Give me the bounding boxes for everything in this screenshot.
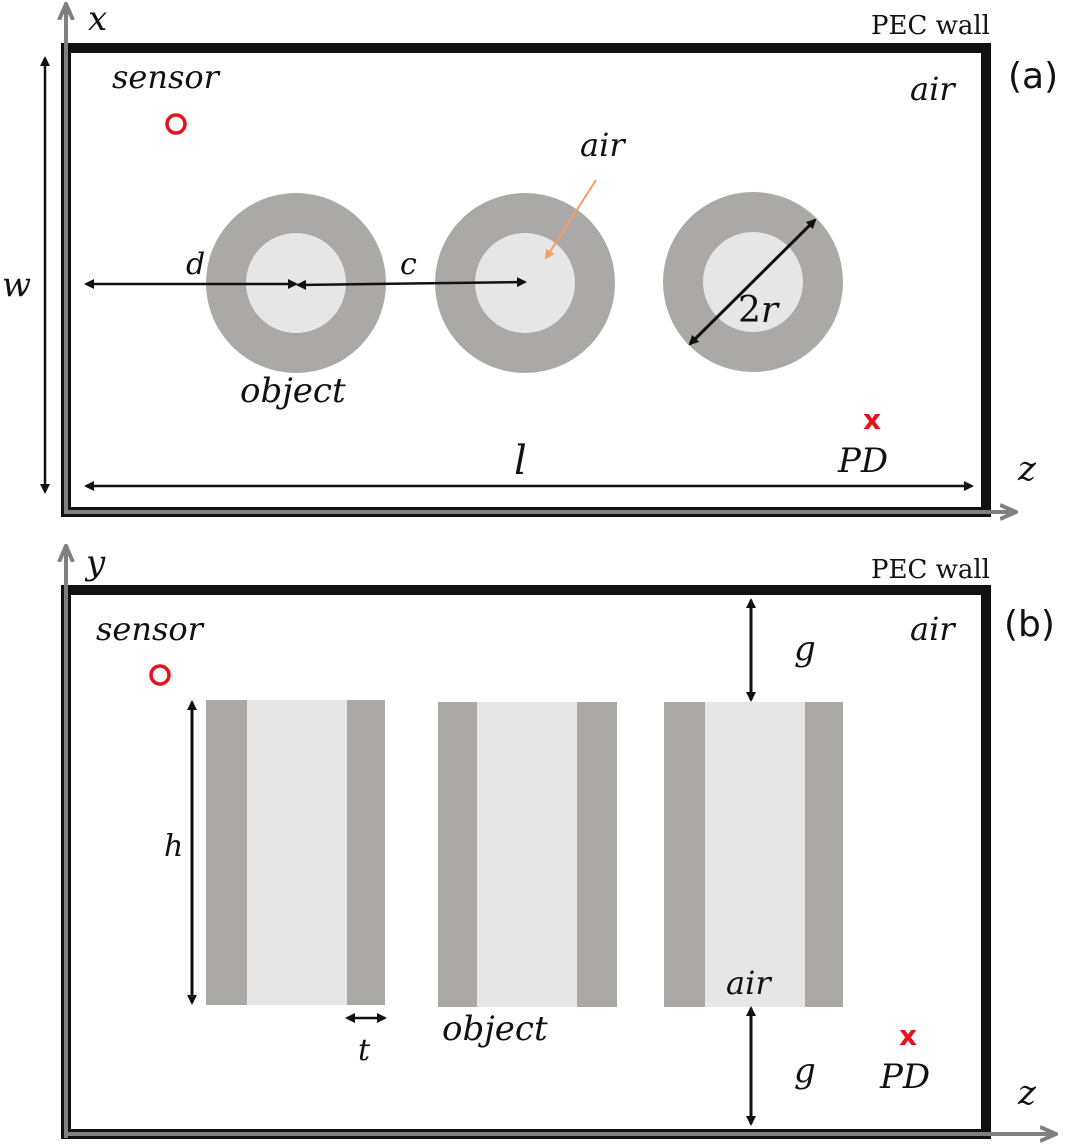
object-core: [705, 702, 805, 1007]
core-air-label-a: air: [580, 126, 626, 164]
panel-label-b: (b): [1004, 604, 1055, 645]
pd-label-b: PD: [879, 1057, 930, 1097]
sensor-marker-a: [165, 113, 187, 135]
dim-label-l: l: [514, 438, 527, 484]
dim-label-2r: 2r: [738, 290, 780, 331]
pd-marker-a: x: [863, 403, 881, 436]
wall-label-b: PEC wall: [871, 555, 990, 585]
axis-label-z-b: z: [1017, 1073, 1037, 1113]
pd-marker-b: x: [899, 1019, 917, 1052]
sensor-label-b: sensor: [96, 610, 205, 648]
medium-label-b: air: [910, 610, 956, 648]
panel-a: x z PEC wall (a) air sensor air w l d: [2, 0, 1058, 514]
dim-label-c: c: [400, 247, 417, 282]
axis-label-y: y: [84, 543, 106, 583]
dim-label-g-top: g: [794, 629, 816, 669]
dim-label-w: w: [2, 265, 31, 305]
object-label-a: object: [240, 371, 346, 411]
medium-label-a: air: [910, 70, 956, 108]
dim-label-t: t: [358, 1033, 371, 1068]
dim-label-h: h: [164, 829, 183, 864]
dim-label-d: d: [186, 247, 205, 282]
dim-arrow-c: [296, 277, 527, 290]
object-1-b: [206, 700, 385, 1005]
panel-b: y z PEC wall (b) air sensor g g h t: [64, 543, 1055, 1138]
core-air-label-b: air: [726, 964, 772, 1002]
object-3-b: [664, 702, 843, 1007]
panel-label-a: (a): [1008, 56, 1058, 97]
object-label-b: object: [442, 1009, 548, 1049]
axis-label-x: x: [88, 0, 107, 39]
sensor-label-a: sensor: [112, 58, 221, 96]
dim-arrow-2r: [688, 218, 817, 346]
sensor-marker-b: [149, 664, 171, 686]
object-core: [247, 700, 347, 1005]
dim-label-g-bottom: g: [794, 1051, 816, 1091]
core-air-pointer: [544, 179, 597, 260]
wall-label-a: PEC wall: [871, 11, 990, 41]
pd-label-a: PD: [837, 441, 888, 481]
axis-label-z-a: z: [1017, 449, 1037, 489]
object-core: [477, 702, 577, 1007]
object-2-b: [438, 702, 617, 1007]
